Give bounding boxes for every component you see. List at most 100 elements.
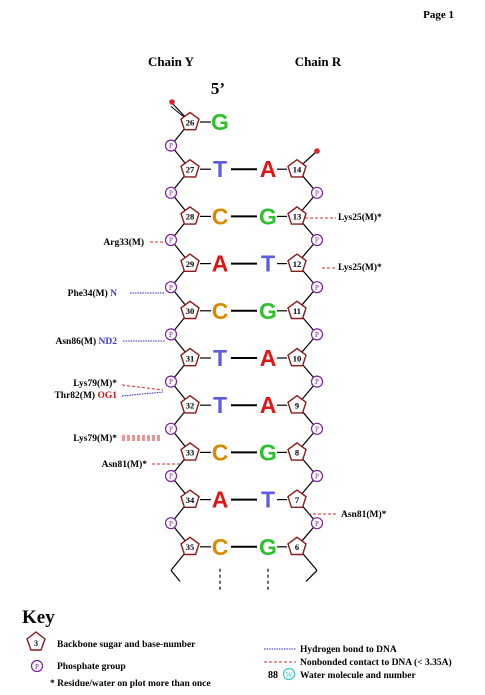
residue-label: Lys25(M)* xyxy=(338,262,382,273)
right-base-G: G xyxy=(259,203,277,229)
left-base-T: T xyxy=(213,156,227,182)
left-sugar-number: 33 xyxy=(186,448,195,458)
key-title: Key xyxy=(22,607,55,628)
right-phosphate xyxy=(310,469,324,483)
key-phosphate-letter: P xyxy=(35,663,39,671)
backbone-nodes: 26P27P14P28P13P29P12P30P11P31P10P32P9P33… xyxy=(164,99,324,556)
key-residue-note: * Residue/water on plot more than once xyxy=(50,679,211,689)
key-water-letter: W xyxy=(286,671,293,679)
right-terminal-dot xyxy=(314,148,320,154)
left-phosphate-letter: P xyxy=(169,331,173,339)
left-base-C: C xyxy=(212,203,229,229)
left-phosphate xyxy=(164,281,178,294)
right-base-A: A xyxy=(260,392,277,418)
left-base-G: G xyxy=(211,109,229,135)
left-phosphate xyxy=(164,186,178,199)
right-phosphate xyxy=(310,375,324,388)
key-hbond-text: Hydrogen bond to DNA xyxy=(300,645,397,655)
key-phosphate-text: Phosphate group xyxy=(57,662,126,672)
left-base-T: T xyxy=(213,392,227,418)
left-phosphate-letter: P xyxy=(169,237,173,245)
right-phosphate-letter: P xyxy=(315,425,319,433)
right-sugar-14 xyxy=(287,158,307,178)
left-sugar-33 xyxy=(180,442,200,461)
left-sugar-30 xyxy=(180,300,200,320)
right-sugar-6 xyxy=(287,536,307,556)
left-phosphate xyxy=(164,375,178,388)
left-phosphate-letter: P xyxy=(169,142,173,150)
contact-lines xyxy=(121,217,338,515)
left-terminal-dot xyxy=(169,99,175,105)
right-sugar-10 xyxy=(287,347,307,367)
left-sugar-number: 26 xyxy=(186,117,195,127)
left-sugar-number: 34 xyxy=(186,495,195,505)
left-sugar-28 xyxy=(180,206,200,225)
right-phosphate-letter: P xyxy=(315,189,319,197)
left-phosphate xyxy=(164,469,178,483)
right-sugar-number: 8 xyxy=(295,448,299,458)
key-phosphate-circle xyxy=(30,659,44,673)
right-sugar-number: 12 xyxy=(293,259,302,269)
right-sugar-number: 10 xyxy=(293,353,302,363)
left-phosphate xyxy=(164,139,178,152)
contact-line xyxy=(121,384,164,391)
right-base-A: A xyxy=(260,345,277,371)
key-water-number: 88 xyxy=(268,670,278,681)
left-phosphate xyxy=(164,422,178,435)
left-phosphate-letter: P xyxy=(169,284,173,292)
left-sugar-number: 31 xyxy=(186,353,195,363)
left-base-A: A xyxy=(212,487,229,513)
residue-label: Asn81(M)* xyxy=(102,459,148,470)
right-phosphate xyxy=(310,186,324,199)
right-phosphate xyxy=(310,422,324,435)
right-phosphate xyxy=(310,517,324,530)
left-sugar-number: 32 xyxy=(186,401,195,411)
left-phosphate xyxy=(164,517,178,530)
residue-labels: Lys25(M)*Arg33(M)Lys25(M)*Phe34(M) NAsn8… xyxy=(54,212,386,520)
residue-label: Lys79(M)* xyxy=(73,433,117,444)
key-nonbond-text: Nonbonded contact to DNA (< 3.35A) xyxy=(300,657,452,668)
left-phosphate-letter: P xyxy=(169,378,173,386)
right-phosphate-letter: P xyxy=(315,284,319,292)
right-sugar-7 xyxy=(287,489,307,508)
right-phosphate xyxy=(310,281,324,294)
residue-label: Thr82(M) OG1 xyxy=(54,390,117,401)
left-sugar-31 xyxy=(180,347,200,367)
right-backbone-tail xyxy=(305,569,318,582)
left-base-C: C xyxy=(212,439,229,465)
left-sugar-32 xyxy=(180,394,200,414)
page-label: Page 1 xyxy=(423,9,454,21)
left-base-C: C xyxy=(212,298,229,324)
contact-line xyxy=(121,391,164,397)
right-sugar-number: 13 xyxy=(293,212,302,222)
left-sugar-26 xyxy=(180,111,200,131)
left-sugar-number: 29 xyxy=(186,259,195,269)
right-sugar-11 xyxy=(287,300,307,320)
residue-label: Lys79(M)* xyxy=(73,378,117,389)
right-phosphate-letter: P xyxy=(315,378,319,386)
right-base-G: G xyxy=(259,298,277,324)
left-phosphate-letter: P xyxy=(169,425,173,433)
left-phosphate xyxy=(164,233,178,247)
key-sugar-number: 3 xyxy=(34,639,38,648)
right-sugar-13 xyxy=(287,206,307,225)
left-phosphate-letter: P xyxy=(169,189,173,197)
right-base-A: A xyxy=(260,156,277,182)
left-phosphate xyxy=(164,328,178,341)
left-phosphate-letter: P xyxy=(169,520,173,528)
chain-r-label: Chain R xyxy=(295,54,342,69)
left-sugar-27 xyxy=(180,158,200,178)
right-phosphate xyxy=(310,328,324,341)
key-sugar-text: Backbone sugar and base-number xyxy=(57,640,196,650)
left-sugar-number: 30 xyxy=(186,306,195,316)
right-backbone-line xyxy=(296,168,318,571)
left-sugar-35 xyxy=(180,536,200,556)
right-phosphate xyxy=(310,233,324,247)
right-base-G: G xyxy=(259,534,277,560)
residue-label: Asn86(M) ND2 xyxy=(56,336,118,347)
right-phosphate-letter: P xyxy=(315,237,319,245)
right-sugar-9 xyxy=(287,394,307,414)
right-sugar-8 xyxy=(287,442,307,461)
